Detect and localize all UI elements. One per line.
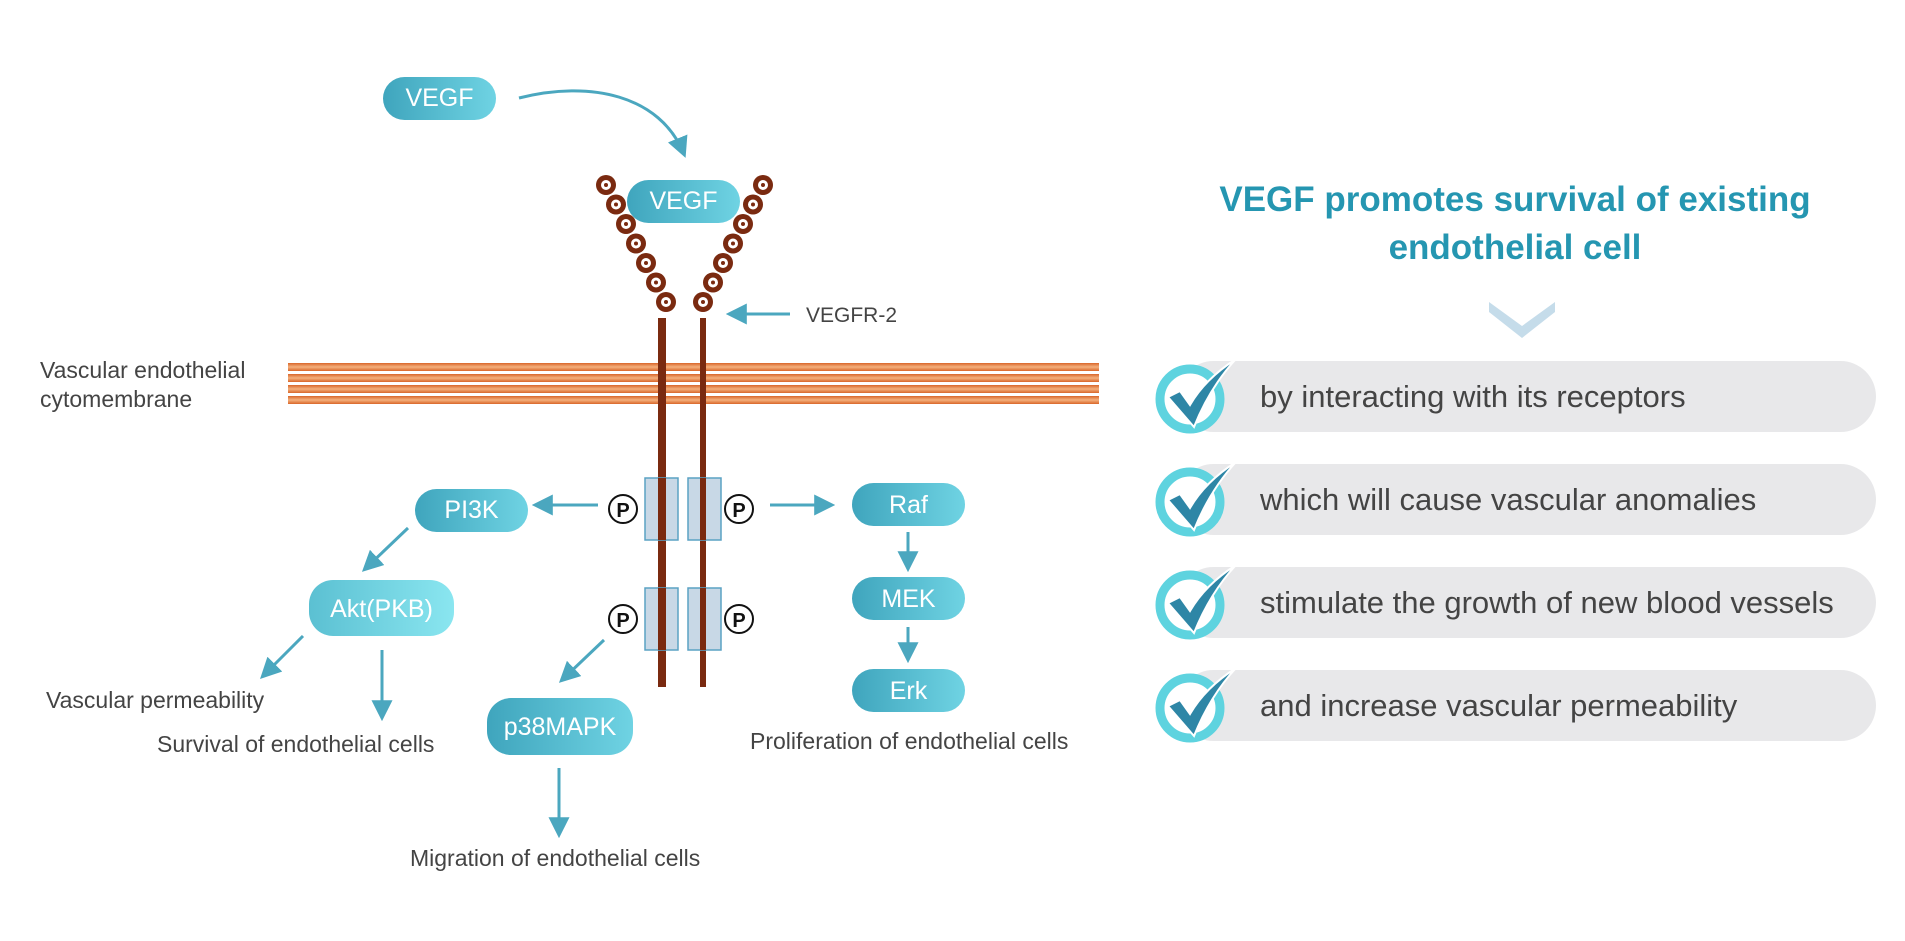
panel-title-line1: VEGF promotes survival of existing (1219, 180, 1811, 219)
receptor-bead-dot (664, 300, 668, 304)
phospho-site-lower-left: P (608, 604, 638, 634)
svg-text:Erk: Erk (890, 677, 928, 705)
panel-title-line2: endothelial cell (1388, 228, 1642, 267)
list-item: by interacting with its receptors (1150, 353, 1876, 434)
node-raf: Raf (852, 483, 965, 526)
item-text: which will cause vascular anomalies (1260, 482, 1757, 517)
svg-text:P: P (616, 500, 629, 522)
phospho-site-upper-right: P (724, 494, 754, 524)
receptor-bead-dot (604, 183, 608, 187)
membrane-label-line1: Vascular endothelial (40, 357, 245, 383)
receptor-bead-dot (644, 261, 648, 265)
node-pi3k: PI3K (415, 489, 528, 532)
receptor-bead-dot (751, 202, 755, 207)
check-icon (1155, 564, 1237, 640)
receptor-bead-dot (721, 261, 725, 265)
item-bar (1178, 464, 1876, 535)
svg-text:P: P (732, 610, 745, 632)
outcome-permeability: Vascular permeability (46, 687, 265, 713)
svg-text:P: P (616, 610, 629, 632)
receptor-bead-dot (624, 222, 628, 226)
binding-arrow (518, 89, 688, 158)
membrane-label-line2: cytomembrane (40, 386, 192, 412)
receptor-bead-dot (761, 183, 765, 187)
node-mek: MEK (852, 577, 965, 620)
node-akt: Akt(PKB) (309, 580, 454, 636)
vegf-free-pill: VEGF (383, 77, 496, 120)
kinase-domains (644, 477, 722, 651)
item-text: by interacting with its receptors (1260, 379, 1686, 414)
check-icon (1155, 358, 1237, 434)
item-text: stimulate the growth of new blood vessel… (1260, 585, 1834, 620)
arrow-akt-to-permeability (260, 634, 305, 679)
arrow-p-to-p38 (558, 638, 606, 683)
phospho-site-lower-right: P (724, 604, 754, 634)
outcome-migration: Migration of endothelial cells (410, 845, 700, 871)
receptor-bead-dot (614, 202, 618, 207)
list-item: and increase vascular permeability (1150, 662, 1876, 743)
vegf-bound-label: VEGF (649, 187, 717, 215)
check-icon (1155, 667, 1237, 743)
svg-text:Raf: Raf (889, 491, 928, 519)
vegf-signaling-diagram: VEGF Vascular endothelial cytomembrane V… (40, 77, 1099, 871)
phospho-site-upper-left: P (608, 494, 638, 524)
vegf-free-label: VEGF (405, 84, 473, 112)
list-item: which will cause vascular anomalies (1150, 456, 1876, 537)
item-bar (1178, 361, 1876, 432)
receptor-bead-dot (701, 300, 705, 304)
item-text: and increase vascular permeability (1260, 688, 1738, 723)
list-item: stimulate the growth of new blood vessel… (1150, 559, 1876, 640)
receptor-bead-dot (711, 280, 715, 285)
panel-title: VEGF promotes survival of existing endot… (1145, 176, 1885, 272)
outcome-proliferation: Proliferation of endothelial cells (750, 728, 1068, 754)
receptor-extracellular-domains (596, 175, 773, 312)
receptor-bead-dot (654, 280, 658, 285)
svg-text:Akt(PKB): Akt(PKB) (330, 595, 433, 623)
outcome-survival: Survival of endothelial cells (157, 731, 434, 757)
item-bar (1178, 670, 1876, 741)
receptor-bead-dot (634, 241, 638, 246)
svg-text:PI3K: PI3K (444, 496, 499, 524)
vegf-bound-pill: VEGF (627, 180, 740, 223)
receptor-bead-dot (741, 222, 745, 226)
item-bar (1178, 567, 1876, 638)
check-icon (1155, 461, 1237, 537)
svg-text:MEK: MEK (881, 585, 936, 613)
node-p38mapk: p38MAPK (487, 698, 633, 755)
svg-text:P: P (732, 500, 745, 522)
receptor-bead-dot (731, 241, 735, 246)
pathway-arrows (260, 494, 919, 839)
cell-membrane (288, 363, 1099, 404)
chevron-down-icon (1489, 302, 1555, 338)
arrow-pi3k-to-akt (361, 526, 410, 572)
receptor-label: VEGFR-2 (806, 304, 897, 327)
node-erk: Erk (852, 669, 965, 712)
benefit-list: by interacting with its receptors which … (1150, 353, 1876, 765)
svg-text:p38MAPK: p38MAPK (504, 713, 617, 741)
